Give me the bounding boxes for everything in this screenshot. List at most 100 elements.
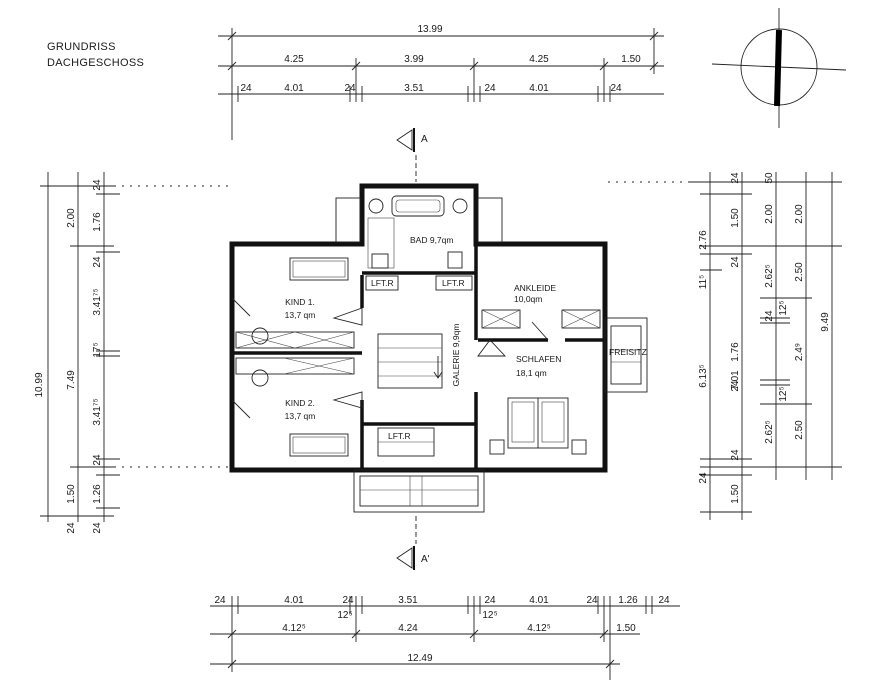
dim-left-inner-4: 3.41⁷⁵ xyxy=(92,398,103,425)
dim-left-total: 10.99 xyxy=(34,372,45,397)
dim-bottom-row1-7: 1.26 xyxy=(618,595,638,606)
dim-left-outer-0: 2.00 xyxy=(66,208,77,228)
dim-right-col5-2: 6.13⁵ xyxy=(698,364,709,388)
dim-bottom-row2-1: 4.24 xyxy=(398,623,418,634)
dim-bottom-row1-4: 24 xyxy=(484,595,496,606)
room-freisitz-name: FREISITZ xyxy=(609,347,647,357)
dim-left-inner-3: 3.41⁷⁵ xyxy=(92,288,103,315)
dim-right-col2-0: 2.00 xyxy=(794,204,805,224)
dim-left-inner-6: 1.26 xyxy=(92,484,103,504)
dim-top-row3-1: 4.01 xyxy=(284,83,304,94)
dim-bottom-row1-6: 24 xyxy=(586,595,598,606)
room-ankleide-area: 10,0qm xyxy=(514,294,542,304)
dim-right-col4-5: 24 xyxy=(730,449,741,461)
dim-bottom-row1-5: 4.01 xyxy=(529,595,549,606)
room-lft-2: LFT.R xyxy=(442,278,465,288)
room-galerie-name: GALERIE 9,9qm xyxy=(451,324,461,387)
freisitz-balcony xyxy=(604,317,648,393)
dim-top-row3-5: 4.01 xyxy=(529,83,549,94)
dim-top-row3-3: 3.51 xyxy=(404,83,424,94)
left-dimension-lines xyxy=(40,172,232,522)
dim-right-col3-5: 12⁵ xyxy=(778,386,789,401)
dim-right-col4-3: 1.76 xyxy=(730,342,741,362)
room-ankleide-name: ANKLEIDE xyxy=(514,283,556,293)
dim-right-col4-0: 24 xyxy=(730,172,741,184)
dim-right-col5-4: 24 xyxy=(698,472,709,484)
dim-right-col3-3: 12⁵ xyxy=(778,300,789,315)
dim-right-col2-2: 2.4⁹ xyxy=(794,343,805,361)
room-kind2-area: 13,7 qm xyxy=(285,411,316,421)
dim-right-col3-0: 50 xyxy=(764,172,775,184)
room-schlafen-area: 18,1 qm xyxy=(516,368,547,378)
plan-title-line1: GRUNDRISS xyxy=(47,41,116,53)
dim-bottom-row1-1: 4.01 xyxy=(284,595,304,606)
room-kind2-name: KIND 2. xyxy=(285,398,315,408)
building-walls xyxy=(229,183,608,473)
room-kind1-name: KIND 1. xyxy=(285,297,315,307)
dim-right-col3-1: 2.00 xyxy=(764,204,775,224)
room-lft-3: LFT.R xyxy=(388,431,411,441)
dim-right-col5-0: 2.76 xyxy=(698,230,709,250)
dim-bottom-sub-1: 12⁵ xyxy=(482,610,497,621)
dim-right-col3-4: 24 xyxy=(764,310,775,322)
top-dimension-lines xyxy=(218,28,664,140)
bed-kind2 xyxy=(289,433,349,457)
dim-right-outer-0: 9.49 xyxy=(820,312,831,332)
dim-top-row2-3: 1.50 xyxy=(621,54,641,65)
dim-left-inner-1: 1.76 xyxy=(92,212,103,232)
dim-bottom-row1-8: 24 xyxy=(658,595,670,606)
dim-bottom-row2-3: 1.50 xyxy=(616,623,636,634)
section-mark-bottom xyxy=(396,516,417,570)
bottom-balcony xyxy=(353,469,485,513)
dim-top-row2-0: 4.25 xyxy=(284,54,304,65)
dim-bottom-row1-3: 3.51 xyxy=(398,595,418,606)
room-lft-1: LFT.R xyxy=(371,278,394,288)
dim-right-col3-6: 2.62⁵ xyxy=(764,420,775,444)
dim-bottom-row1-2: 24 xyxy=(342,595,354,606)
dim-right-col2-1: 2.50 xyxy=(794,262,805,282)
bottom-dimension-lines xyxy=(210,596,680,680)
room-kind1-area: 13,7 qm xyxy=(285,310,316,320)
right-dimension-lines xyxy=(608,172,842,520)
dim-left-inner-7: 24 xyxy=(92,522,103,534)
dim-left-mid-small: 17⁵ xyxy=(92,342,103,357)
plan-title-line2: DACHGESCHOSS xyxy=(47,57,144,69)
dim-top-row2-1: 3.99 xyxy=(404,54,424,65)
dim-top-total: 13.99 xyxy=(417,24,442,35)
dim-right-col5-5: 1.50 xyxy=(730,484,741,504)
section-label-bottom: A' xyxy=(421,554,430,565)
dim-right-col5-1: 11⁵ xyxy=(698,275,709,290)
small-tables xyxy=(251,327,269,387)
dim-top-row2-2: 4.25 xyxy=(529,54,549,65)
dim-bottom-row1-0: 24 xyxy=(214,595,226,606)
bed-schlafen xyxy=(489,397,587,455)
dim-right-col2-3: 2.50 xyxy=(794,420,805,440)
dim-top-row3-2: 24 xyxy=(344,83,356,94)
room-bad-name: BAD 9,7qm xyxy=(410,235,453,245)
dim-top-row3-0: 24 xyxy=(240,83,252,94)
dim-bottom-row2-2: 4.12⁵ xyxy=(527,623,551,634)
dim-left-inner-0: 24 xyxy=(92,179,103,191)
dim-bottom-row2-0: 4.12⁵ xyxy=(282,623,306,634)
north-arrow-icon xyxy=(711,8,847,128)
dim-right-col5-3: 7.01 xyxy=(730,370,741,390)
dim-bottom-sub-0: 12⁵ xyxy=(337,610,352,621)
dim-right-col4-4: 24 xyxy=(730,380,741,392)
dim-left-outer-2: 1.50 xyxy=(66,484,77,504)
dim-right-col3-2: 2.62⁵ xyxy=(764,264,775,288)
section-label-top: A xyxy=(421,134,428,145)
dim-left-outer-3: 24 xyxy=(66,522,77,534)
dim-top-row3-6: 24 xyxy=(610,83,622,94)
dim-left-outer-1: 7.49 xyxy=(66,370,77,390)
lft-boxes xyxy=(365,275,473,457)
section-mark-top xyxy=(396,128,417,182)
bathroom-fixtures xyxy=(367,195,468,269)
dim-left-inner-5: 24 xyxy=(92,454,103,466)
wardrobes xyxy=(235,309,601,375)
dim-right-col4-2: 24 xyxy=(730,256,741,268)
bed-kind1 xyxy=(289,257,349,281)
dim-left-inner-2: 24 xyxy=(92,256,103,268)
galerie-stair xyxy=(377,333,443,389)
dim-bottom-total: 12.49 xyxy=(407,653,432,664)
dim-right-col4-1: 1.50 xyxy=(730,208,741,228)
